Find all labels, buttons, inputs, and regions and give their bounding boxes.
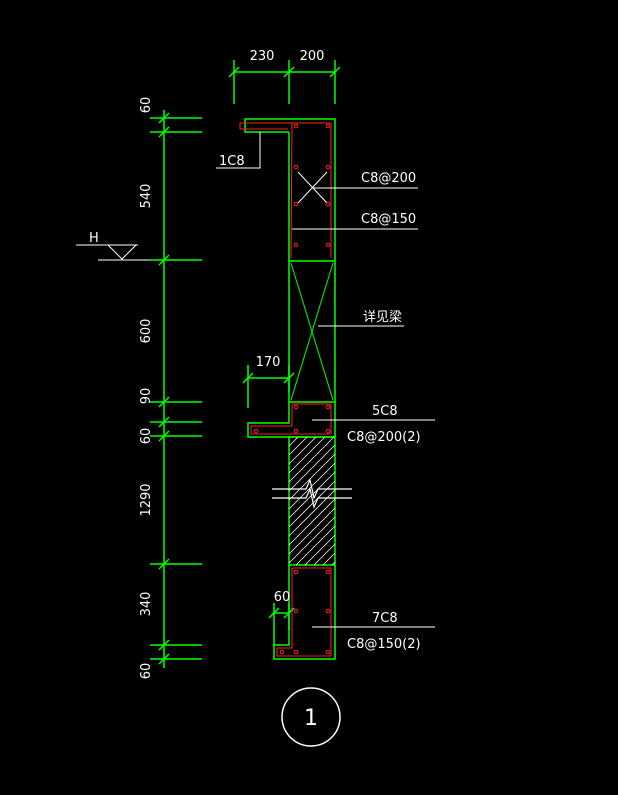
- callout-stirrup-2: C8@150: [292, 212, 418, 230]
- hatch-line: [295, 525, 336, 566]
- svg-text:详见梁: 详见梁: [363, 310, 402, 325]
- hatch-line: [288, 462, 336, 510]
- hatch-line: [288, 507, 336, 555]
- rebar-bottom: [276, 567, 332, 657]
- callout-stirrup-1: C8@200: [312, 171, 418, 189]
- hatch-line: [331, 561, 336, 566]
- left-dim-1: 60: [139, 97, 154, 114]
- hatch-line: [288, 453, 336, 501]
- top-dim-left: 230: [250, 49, 275, 64]
- break-line: [272, 478, 352, 509]
- section-number: 1: [304, 706, 318, 731]
- svg-text:C8@200: C8@200: [361, 171, 416, 186]
- hatch-line: [304, 534, 336, 566]
- elevation-label: H: [89, 231, 99, 246]
- hatch-line: [288, 436, 299, 447]
- hatch-line: [288, 516, 336, 564]
- top-dim-right: 200: [300, 49, 325, 64]
- elevation-marker: H: [76, 231, 150, 261]
- hatch: [288, 436, 336, 566]
- ledge-dimension: 170: [242, 355, 295, 408]
- callout-mid-bars: 5C8 C8@200(2): [312, 404, 435, 445]
- left-dim-8: 60: [139, 663, 154, 680]
- svg-text:C8@150: C8@150: [361, 212, 416, 227]
- rebar-mid: [250, 403, 332, 435]
- hatch-line: [322, 552, 336, 566]
- section-outline: [244, 118, 336, 660]
- hatch-line: [313, 543, 336, 566]
- svg-text:C8@150(2): C8@150(2): [347, 637, 421, 652]
- svg-text:5C8: 5C8: [372, 404, 398, 419]
- bottom-dimension: 60: [268, 590, 295, 645]
- hatch-line: [288, 436, 326, 474]
- hatch-line: [288, 444, 336, 492]
- hatch-line: [288, 436, 317, 465]
- left-dim-5: 60: [139, 428, 154, 445]
- svg-text:C8@200(2): C8@200(2): [347, 430, 421, 445]
- left-dim-6: 1290: [139, 483, 154, 516]
- left-dim-2: 540: [139, 184, 154, 209]
- svg-text:7C8: 7C8: [372, 611, 398, 626]
- callout-top-bar: 1C8: [216, 132, 261, 169]
- hatch-line: [288, 498, 336, 546]
- left-dim-4: 90: [139, 388, 154, 405]
- beam-cross: [290, 262, 334, 401]
- ledge-dim-text: 170: [256, 355, 281, 370]
- left-dim-3: 600: [139, 319, 154, 344]
- hatch-line: [288, 436, 335, 483]
- top-dimension: 230 200: [228, 49, 341, 104]
- left-dimension-chain: 60 540 600 90 60 1290 340 60: [139, 97, 202, 680]
- callout-bottom-bars: 7C8 C8@150(2): [312, 611, 435, 652]
- bottom-dim-text: 60: [274, 590, 291, 605]
- callout-beam-note: 详见梁: [318, 310, 404, 327]
- svg-text:1C8: 1C8: [219, 154, 245, 169]
- hatch-line: [288, 471, 336, 519]
- hatch-line: [288, 436, 308, 456]
- rebar-top: [239, 122, 332, 259]
- left-dim-7: 340: [139, 592, 154, 617]
- section-number-bubble: 1: [281, 687, 341, 747]
